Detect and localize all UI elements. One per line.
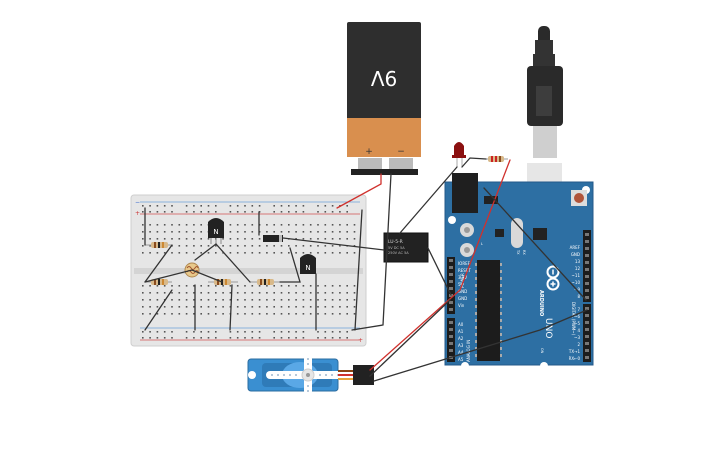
digital-pin-label: AREF [570,245,581,250]
arduino-logo [546,265,560,291]
power-pin-label: 3.3V [458,275,467,280]
servo-horn-holes [271,358,345,392]
digital-pin-label: 12 [575,266,581,271]
relay[interactable]: LU-5-R 5V DC 5A 250V AC 5A [383,232,429,263]
battery-9v[interactable]: 9V + − [347,22,421,175]
resistor-4[interactable] [250,279,280,285]
digital-pin-label: 2 [577,342,580,347]
breadboard[interactable]: + − + [130,194,367,347]
digital-pin-label: 8 [577,294,580,299]
analog-pin-label: A0 [458,322,464,327]
digital-pin-label: ~5 [574,321,580,326]
power-pin-label: 5V [458,282,464,287]
digital-pin-label: RX←0 [569,356,581,361]
rx-label: RX [522,250,526,255]
arduino-uno[interactable]: ARDUINO UNO POWER ANALOG IN DIGITAL (PWM… [444,173,594,370]
analog-pin-label: A4 [458,350,464,355]
relay-label-2: 5V DC 5A [388,246,405,250]
red-led[interactable] [452,142,466,167]
arduino-model: UNO [543,318,553,338]
on-label: ON [540,348,544,354]
power-pin-label: RESET [458,268,471,273]
header-pins [449,233,589,359]
diode[interactable] [263,235,283,242]
servo-motor[interactable] [247,355,374,395]
battery-voltage-label: 9V [370,66,397,90]
tx-label: TX [516,249,520,255]
transistor-2-label: N [305,264,310,272]
digital-pin-label: 13 [575,259,581,264]
resistor-5[interactable] [484,156,508,162]
digital-pin-label: ~11 [572,273,581,278]
digital-pin-label: GND [571,252,580,257]
relay-label-3: 250V AC 5A [388,251,409,255]
arduino-brand: ARDUINO [538,290,544,316]
l-label: L [481,242,483,246]
resistor-2[interactable] [145,279,172,285]
breadboard-holes [142,205,356,339]
digital-label: DIGITAL (PWM~) [571,302,576,336]
digital-pin-label: ~6 [574,314,580,319]
battery-plus-label: + [365,147,373,157]
resistor-1[interactable] [145,242,172,248]
battery-minus-label: − [397,147,405,157]
power-label: POWER [460,273,465,288]
rail-minus-label: − [135,199,140,206]
digital-pin-label: TX→1 [568,349,581,354]
digital-pin-label: 7 [577,307,580,312]
rail-plus-label-bottom: + [358,337,363,344]
analog-pin-label: A5 [458,357,464,362]
analog-pin-label: A1 [458,329,464,334]
power-pin-label: GND [458,296,467,301]
relay-label-1: LU-5-R [388,239,403,245]
transistor-1[interactable]: N [208,218,224,244]
rail-plus-label: + [135,210,140,217]
power-pin-label: GND [458,289,467,294]
ic-pins [475,263,502,357]
wires [144,157,588,382]
power-pin-label: Vin [458,303,465,308]
analog-pin-label: A3 [458,343,464,348]
digital-pin-label: ~3 [574,335,580,340]
transistor-2[interactable]: N [300,254,316,274]
digital-pin-label: ~10 [572,280,581,285]
power-pin-label: IOREF [458,261,471,266]
analog-label: ANALOG IN [466,340,471,362]
analog-pin-label: A2 [458,336,464,341]
digital-pin-label: 4 [577,328,580,333]
transistor-1-label: N [213,228,218,236]
